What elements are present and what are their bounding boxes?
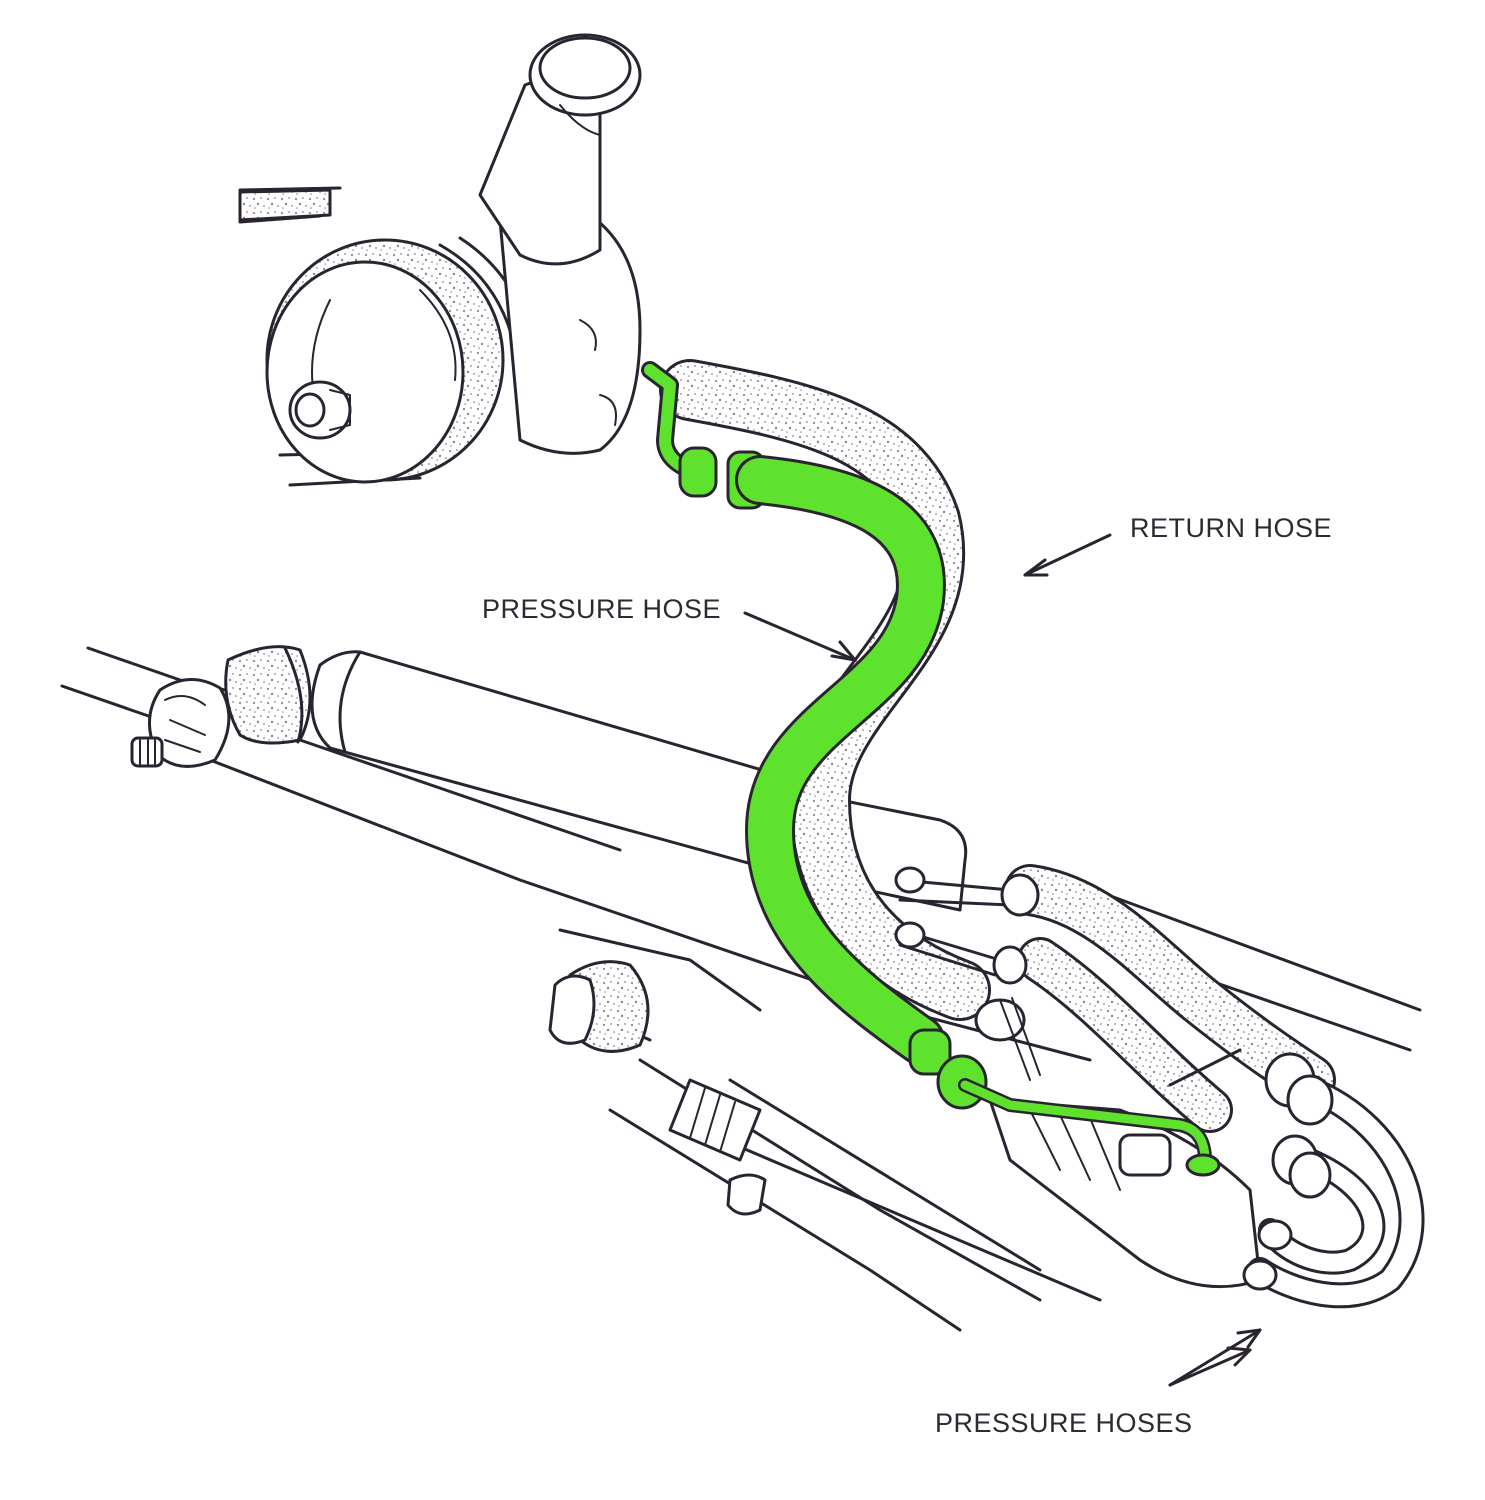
tie-rod-end-left — [130, 645, 312, 768]
steel-lines — [894, 866, 1040, 985]
cylinder-hoses — [1242, 1052, 1425, 1309]
pump-pulley — [265, 236, 537, 484]
pressure-hoses-label: PRESSURE HOSES — [935, 1408, 1193, 1438]
return-hose-label: RETURN HOSE — [1130, 513, 1332, 543]
pressure-hose-label: PRESSURE HOSE — [482, 594, 721, 624]
pump-reservoir — [478, 33, 642, 455]
leader-arrows — [743, 533, 1262, 1387]
pressure-hose-highlight — [641, 361, 1221, 1177]
control-valve — [974, 997, 1262, 1289]
tie-rod-end-right — [548, 960, 767, 1216]
